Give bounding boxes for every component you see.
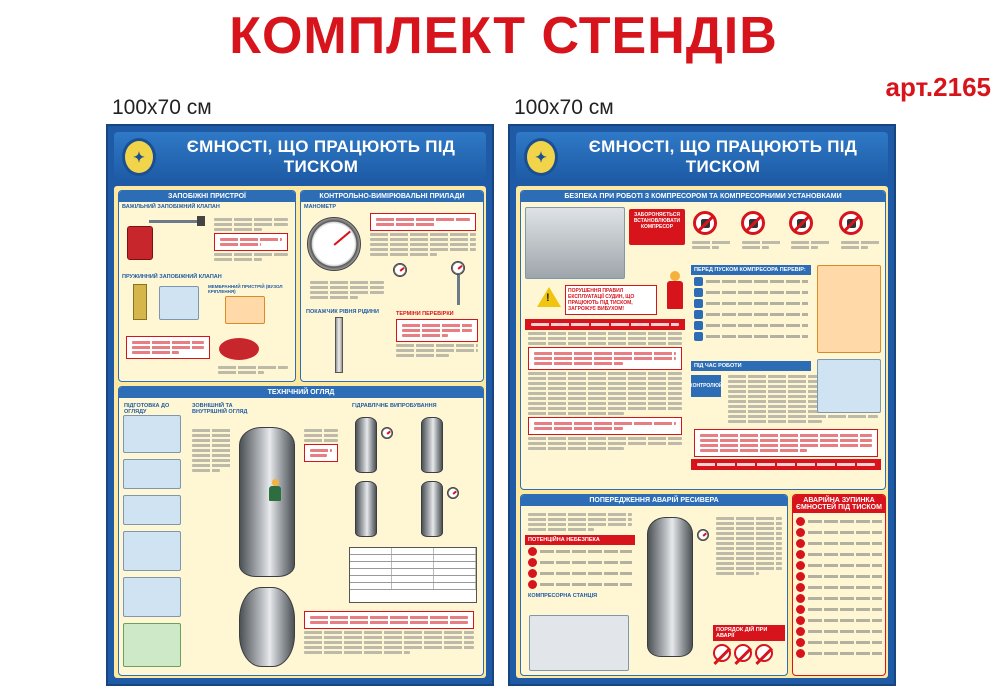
inspection-table (349, 547, 477, 603)
warning-icon (537, 287, 561, 307)
valve-weight-image (197, 216, 205, 226)
section-title: ГІДРАВЛІЧНЕ ВИПРОБУВАННЯ (352, 403, 437, 409)
section-title: МАНОМЕТР (304, 204, 337, 210)
stand-title: ЄМНОСТІ, ЩО ПРАЦЮЮТЬ ПІД ТИСКОМ (186, 137, 456, 176)
hydro-vessel-image (421, 481, 443, 537)
section-title: ПРУЖИННИЙ ЗАПОБІЖНИЙ КЛАПАН (122, 274, 222, 280)
panel-instruments: КОНТРОЛЬНО-ВИМІРЮВАЛЬНІ ПРИЛАДИ МАНОМЕТР… (300, 190, 484, 382)
hydro-vessel-image (355, 481, 377, 537)
siphon-tube-image (457, 275, 460, 305)
explosion-warning: ПОРУШЕННЯ ПРАВИЛ ЕКСПЛУАТАЦІЇ СУДИН, ЩО … (565, 285, 657, 315)
panel-compressor-safety: БЕЗПЕКА ПРИ РОБОТІ З КОМПРЕСОРОМ ТА КОМП… (520, 190, 886, 490)
emblem-icon: ✦ (524, 138, 558, 176)
small-gauge-icon (393, 263, 407, 277)
stand-left: ✦ ЄМНОСТІ, ЩО ПРАЦЮЮТЬ ПІД ТИСКОМ ЗАПОБІ… (106, 124, 494, 686)
panel-inspection: ТЕХНІЧНИЙ ОГЛЯД ПІДГОТОВКА ДО ОГЛЯДУ ЗОВ… (118, 386, 484, 676)
panel-title: ТЕХНІЧНИЙ ОГЛЯД (119, 387, 483, 398)
page-title: КОМПЛЕКТ СТЕНДІВ (229, 7, 778, 65)
accident-image (817, 359, 881, 413)
panel-safety-devices: ЗАПОБІЖНІ ПРИСТРОЇ ВАЖІЛЬНИЙ ЗАПОБІЖНИЙ … (118, 190, 296, 382)
no-power-line-sign-icon (741, 211, 765, 235)
compressor-image (525, 207, 625, 279)
no-fire-sign-icon (713, 644, 731, 662)
prep-image (123, 495, 181, 525)
size-label-right: 100x70 см (514, 96, 614, 119)
gauge-icon (381, 427, 393, 439)
prep-image (123, 577, 181, 617)
section-title: МЕМБРАННИЙ ПРИСТРІЙ (ВУЗОЛ КРІПЛЕННЯ) (208, 284, 283, 294)
valve-warning-bar (525, 319, 685, 330)
section-title: ТЕРМІНИ ПЕРЕВІРКИ (396, 311, 454, 317)
section-title: ПІДГОТОВКА ДО ОГЛЯДУ (124, 403, 170, 415)
lever-valve-image (127, 226, 153, 260)
hydro-vessel-image (355, 417, 377, 473)
panel-title: ПОПЕРЕДЖЕННЯ АВАРІЙ РЕСИВЕРА (521, 495, 787, 506)
small-gauge-icon (451, 261, 465, 275)
section-title: ПОТЕНЦІЙНА НЕБЕЗПЕКА (525, 535, 635, 545)
section-title: ПІД ЧАС РОБОТИ (691, 361, 811, 371)
no-ground-sign-icon (839, 211, 863, 235)
stand-right: ✦ ЄМНОСТІ, ЩО ПРАЦЮЮТЬ ПІД ТИСКОМ БЕЗПЕК… (508, 124, 896, 686)
section-title: ЗОВНІШНІЙ ТА ВНУТРІШНІЙ ОГЛЯД (192, 403, 248, 415)
stand-body: БЕЗПЕКА ПРИ РОБОТІ З КОМПРЕСОРОМ ТА КОМП… (516, 186, 888, 678)
compressor-station-image (529, 615, 629, 671)
spring-valve-image (133, 284, 147, 320)
article-number: арт.2165 (885, 72, 991, 102)
section-title: ПЕРЕД ПУСКОМ КОМПРЕСОРА ПЕРЕВІР: (691, 265, 811, 275)
level-gauge-image (335, 317, 343, 373)
no-entry-sign-icon (734, 644, 752, 662)
control-label: КОНТРОЛЮЙ (690, 375, 722, 397)
stand-header: ✦ ЄМНОСТІ, ЩО ПРАЦЮЮТЬ ПІД ТИСКОМ (114, 132, 486, 182)
gauge-icon (447, 487, 459, 499)
stand-title: ЄМНОСТІ, ЩО ПРАЦЮЮТЬ ПІД ТИСКОМ (588, 137, 858, 176)
valve-lever-image (149, 220, 199, 223)
stand-header: ✦ ЄМНОСТІ, ЩО ПРАЦЮЮТЬ ПІД ТИСКОМ (516, 132, 888, 182)
burst-membrane-image (219, 338, 259, 360)
membrane-image (225, 296, 265, 324)
forbidden-actions-image (817, 265, 881, 353)
emblem-icon: ✦ (122, 138, 156, 176)
vessel-image (239, 427, 295, 577)
spring-valve-detail-image (159, 286, 199, 320)
receiver-image (647, 517, 693, 657)
manometer-icon (307, 217, 361, 271)
panel-title: БЕЗПЕКА ПРИ РОБОТІ З КОМПРЕСОРОМ ТА КОМП… (521, 191, 885, 202)
gauge-icon (697, 529, 709, 541)
prep-image (123, 415, 181, 453)
hydro-vessel-image (421, 417, 443, 473)
no-distance-sign-icon (693, 211, 717, 235)
panel-receiver: ПОПЕРЕДЖЕННЯ АВАРІЙ РЕСИВЕРА ПОТЕНЦІЙНА … (520, 494, 788, 676)
panel-title: АВАРІЙНА ЗУПИНКА ЄМНОСТЕЙ ПІД ТИСКОМ (793, 495, 885, 513)
size-label-left: 100x70 см (112, 96, 212, 119)
panel-title: КОНТРОЛЬНО-ВИМІРЮВАЛЬНІ ПРИЛАДИ (301, 191, 483, 202)
forbidden-banner: ЗАБОРОНЯЄТЬСЯ ВСТАНОВЛЮВАТИ КОМПРЕСОР (629, 209, 685, 245)
section-title: ПОРЯДОК ДІЙ ПРИ АВАРІЇ (713, 625, 785, 641)
worker-icon (269, 479, 281, 501)
section-title: ВАЖІЛЬНИЙ ЗАПОБІЖНИЙ КЛАПАН (122, 204, 220, 210)
no-power-sign-icon (755, 644, 773, 662)
stand-body: ЗАПОБІЖНІ ПРИСТРОЇ ВАЖІЛЬНИЙ ЗАПОБІЖНИЙ … (114, 186, 486, 678)
section-title: КОМПРЕСОРНА СТАНЦІЯ (528, 593, 598, 599)
panel-title: ЗАПОБІЖНІ ПРИСТРОЇ (119, 191, 295, 202)
vessel-inner-image (239, 587, 295, 667)
prep-image (123, 623, 181, 667)
prep-image (123, 459, 181, 489)
panel-emergency: АВАРІЙНА ЗУПИНКА ЄМНОСТЕЙ ПІД ТИСКОМ (792, 494, 886, 676)
section-title: ПОКАЖЧИК РІВНЯ РІДИНИ (306, 309, 379, 315)
prep-image (123, 531, 181, 571)
worker-stop-icon (667, 271, 683, 311)
no-building-sign-icon (789, 211, 813, 235)
